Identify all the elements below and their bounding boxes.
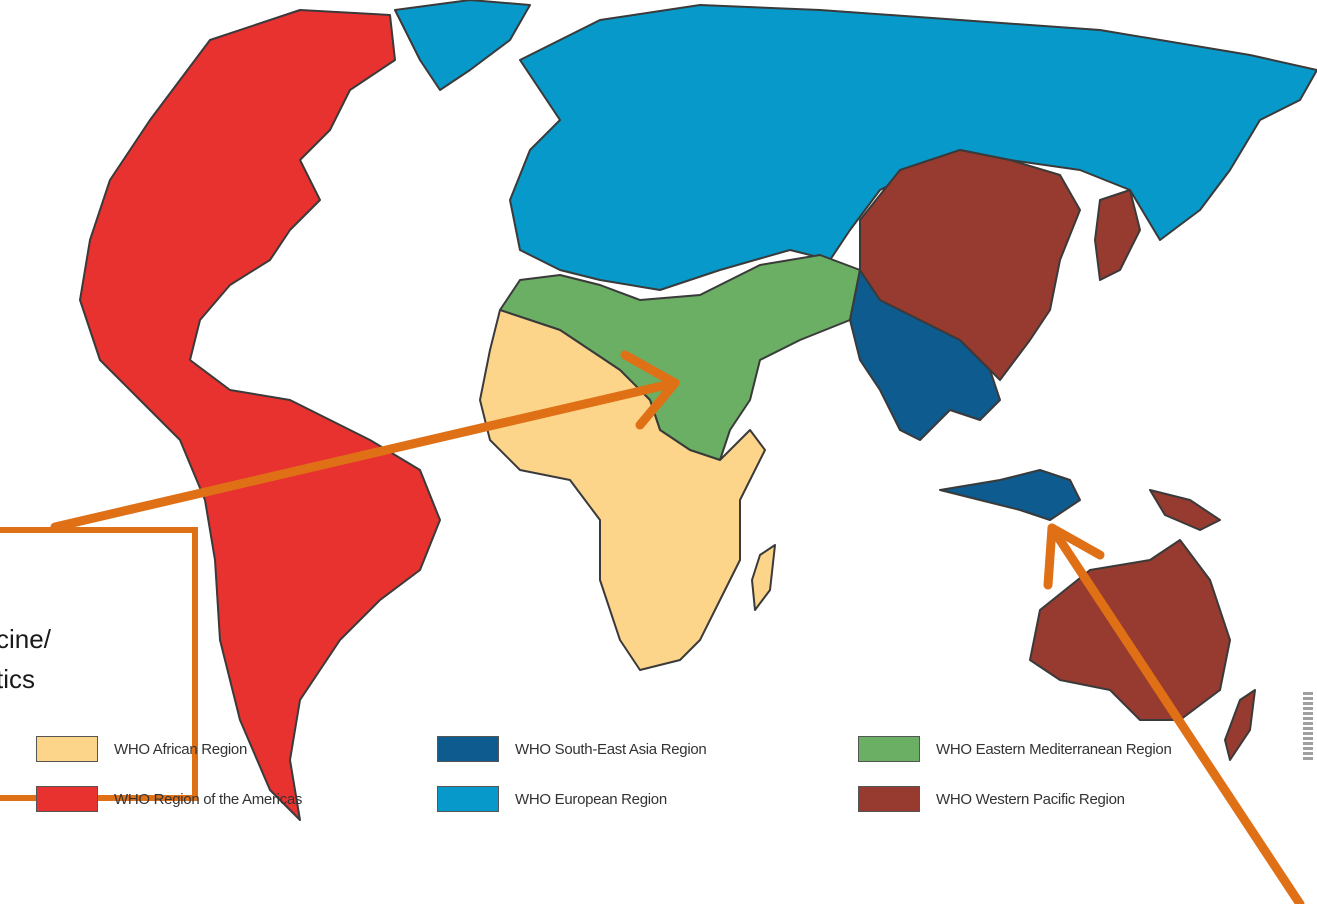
african-region bbox=[479, 309, 766, 671]
greenland bbox=[394, 0, 531, 91]
new-zealand bbox=[1224, 689, 1256, 761]
americas-region bbox=[79, 9, 441, 821]
callout-box: cine/ tics bbox=[0, 527, 198, 801]
arrow-to-egypt bbox=[50, 350, 680, 532]
papua bbox=[1149, 489, 1221, 531]
arrow-to-indonesia bbox=[1043, 523, 1305, 904]
western-pacific-region bbox=[859, 149, 1081, 381]
european-region bbox=[509, 4, 1317, 291]
indonesia bbox=[939, 469, 1081, 521]
madagascar bbox=[751, 544, 776, 611]
australia bbox=[1029, 539, 1231, 721]
callout-text: cine/ tics bbox=[0, 624, 51, 694]
japan bbox=[1094, 189, 1141, 281]
image-credit-stamp bbox=[1303, 690, 1313, 760]
